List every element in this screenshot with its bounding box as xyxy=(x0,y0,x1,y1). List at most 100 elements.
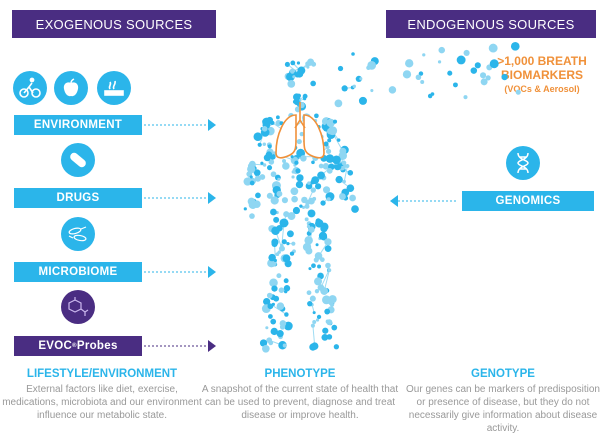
network-node xyxy=(306,224,311,229)
network-node xyxy=(270,327,278,336)
network-node xyxy=(501,73,508,81)
network-node xyxy=(489,59,499,69)
network-node xyxy=(359,77,363,81)
network-node xyxy=(322,162,330,170)
network-node xyxy=(275,120,282,127)
network-node xyxy=(255,192,261,199)
network-node xyxy=(266,292,273,299)
network-node xyxy=(314,289,320,294)
network-node xyxy=(323,141,329,147)
network-node xyxy=(263,297,271,306)
network-node xyxy=(275,115,280,120)
lungs-icon xyxy=(275,102,325,159)
network-node xyxy=(271,285,278,292)
network-node xyxy=(332,155,341,165)
network-node xyxy=(268,314,273,319)
evoc-arrow xyxy=(144,340,216,352)
network-node xyxy=(351,205,359,213)
network-node xyxy=(295,180,304,189)
network-node xyxy=(290,155,294,159)
endogenous-sources-header: ENDOGENOUS SOURCES xyxy=(386,10,596,38)
genotype-title: GENOTYPE xyxy=(471,368,535,380)
network-node xyxy=(243,177,252,186)
network-node xyxy=(405,59,414,68)
network-node xyxy=(291,175,295,179)
network-node xyxy=(292,99,298,104)
network-node xyxy=(278,287,285,293)
network-node xyxy=(312,196,317,201)
network-node xyxy=(249,180,255,186)
network-node xyxy=(276,330,284,338)
network-node xyxy=(243,207,247,211)
network-node xyxy=(279,324,286,330)
network-node xyxy=(249,213,255,219)
network-node xyxy=(261,126,268,132)
network-node xyxy=(248,200,257,209)
network-node xyxy=(282,343,287,348)
network-node xyxy=(281,239,287,245)
biomarkers-subtitle: (VOCs & Aerosol) xyxy=(504,84,580,94)
network-node xyxy=(349,194,356,202)
network-node xyxy=(296,61,301,65)
biomarkers-line1: >1,000 BREATH xyxy=(497,54,587,68)
network-node xyxy=(326,168,333,174)
network-node xyxy=(296,174,304,182)
network-node xyxy=(308,267,312,271)
phenotype-text: A snapshot of the current state of healt… xyxy=(201,384,399,421)
network-node xyxy=(402,70,412,79)
network-node xyxy=(370,88,374,93)
network-node xyxy=(358,96,367,105)
network-node xyxy=(307,248,313,254)
network-node xyxy=(309,295,316,302)
microbiome-label: MICROBIOME xyxy=(14,262,142,282)
network-node xyxy=(262,117,271,127)
network-node xyxy=(510,42,520,51)
network-node xyxy=(304,203,310,209)
network-node xyxy=(292,206,301,215)
network-node xyxy=(320,225,328,233)
network-node xyxy=(287,212,296,221)
network-node xyxy=(320,200,326,206)
network-node xyxy=(488,43,498,53)
network-node xyxy=(463,95,468,100)
network-node xyxy=(305,182,313,190)
network-node xyxy=(333,344,340,350)
network-node xyxy=(308,226,315,233)
network-node xyxy=(270,196,279,205)
network-node xyxy=(253,169,261,177)
environment-label: ENVIRONMENT xyxy=(14,115,142,135)
genomics-label: GENOMICS xyxy=(462,191,594,211)
network-node xyxy=(262,142,267,146)
network-node xyxy=(305,61,311,67)
network-node xyxy=(319,257,325,263)
network-node xyxy=(265,151,273,158)
network-node xyxy=(270,171,277,178)
network-node xyxy=(438,46,446,54)
network-node xyxy=(346,184,355,193)
network-node xyxy=(247,163,254,169)
network-node xyxy=(315,318,320,322)
network-node xyxy=(422,53,426,57)
network-node xyxy=(341,160,347,166)
network-node xyxy=(317,171,325,180)
network-node xyxy=(339,193,346,200)
network-node xyxy=(259,339,268,347)
cigarette-icon xyxy=(97,71,131,105)
network-node xyxy=(278,245,285,252)
network-node xyxy=(324,308,331,315)
network-node xyxy=(310,323,315,328)
drugs-arrow xyxy=(144,192,216,204)
network-node xyxy=(291,241,296,246)
network-node xyxy=(311,160,315,165)
network-node xyxy=(331,324,338,331)
network-node xyxy=(268,159,275,165)
network-node xyxy=(295,168,301,174)
dna-icon xyxy=(506,146,540,180)
network-node xyxy=(345,163,350,169)
network-node xyxy=(300,155,307,162)
probes-text: Probes xyxy=(76,340,118,352)
cycling-icon xyxy=(13,71,47,105)
network-node xyxy=(262,344,270,353)
network-node xyxy=(284,61,290,67)
